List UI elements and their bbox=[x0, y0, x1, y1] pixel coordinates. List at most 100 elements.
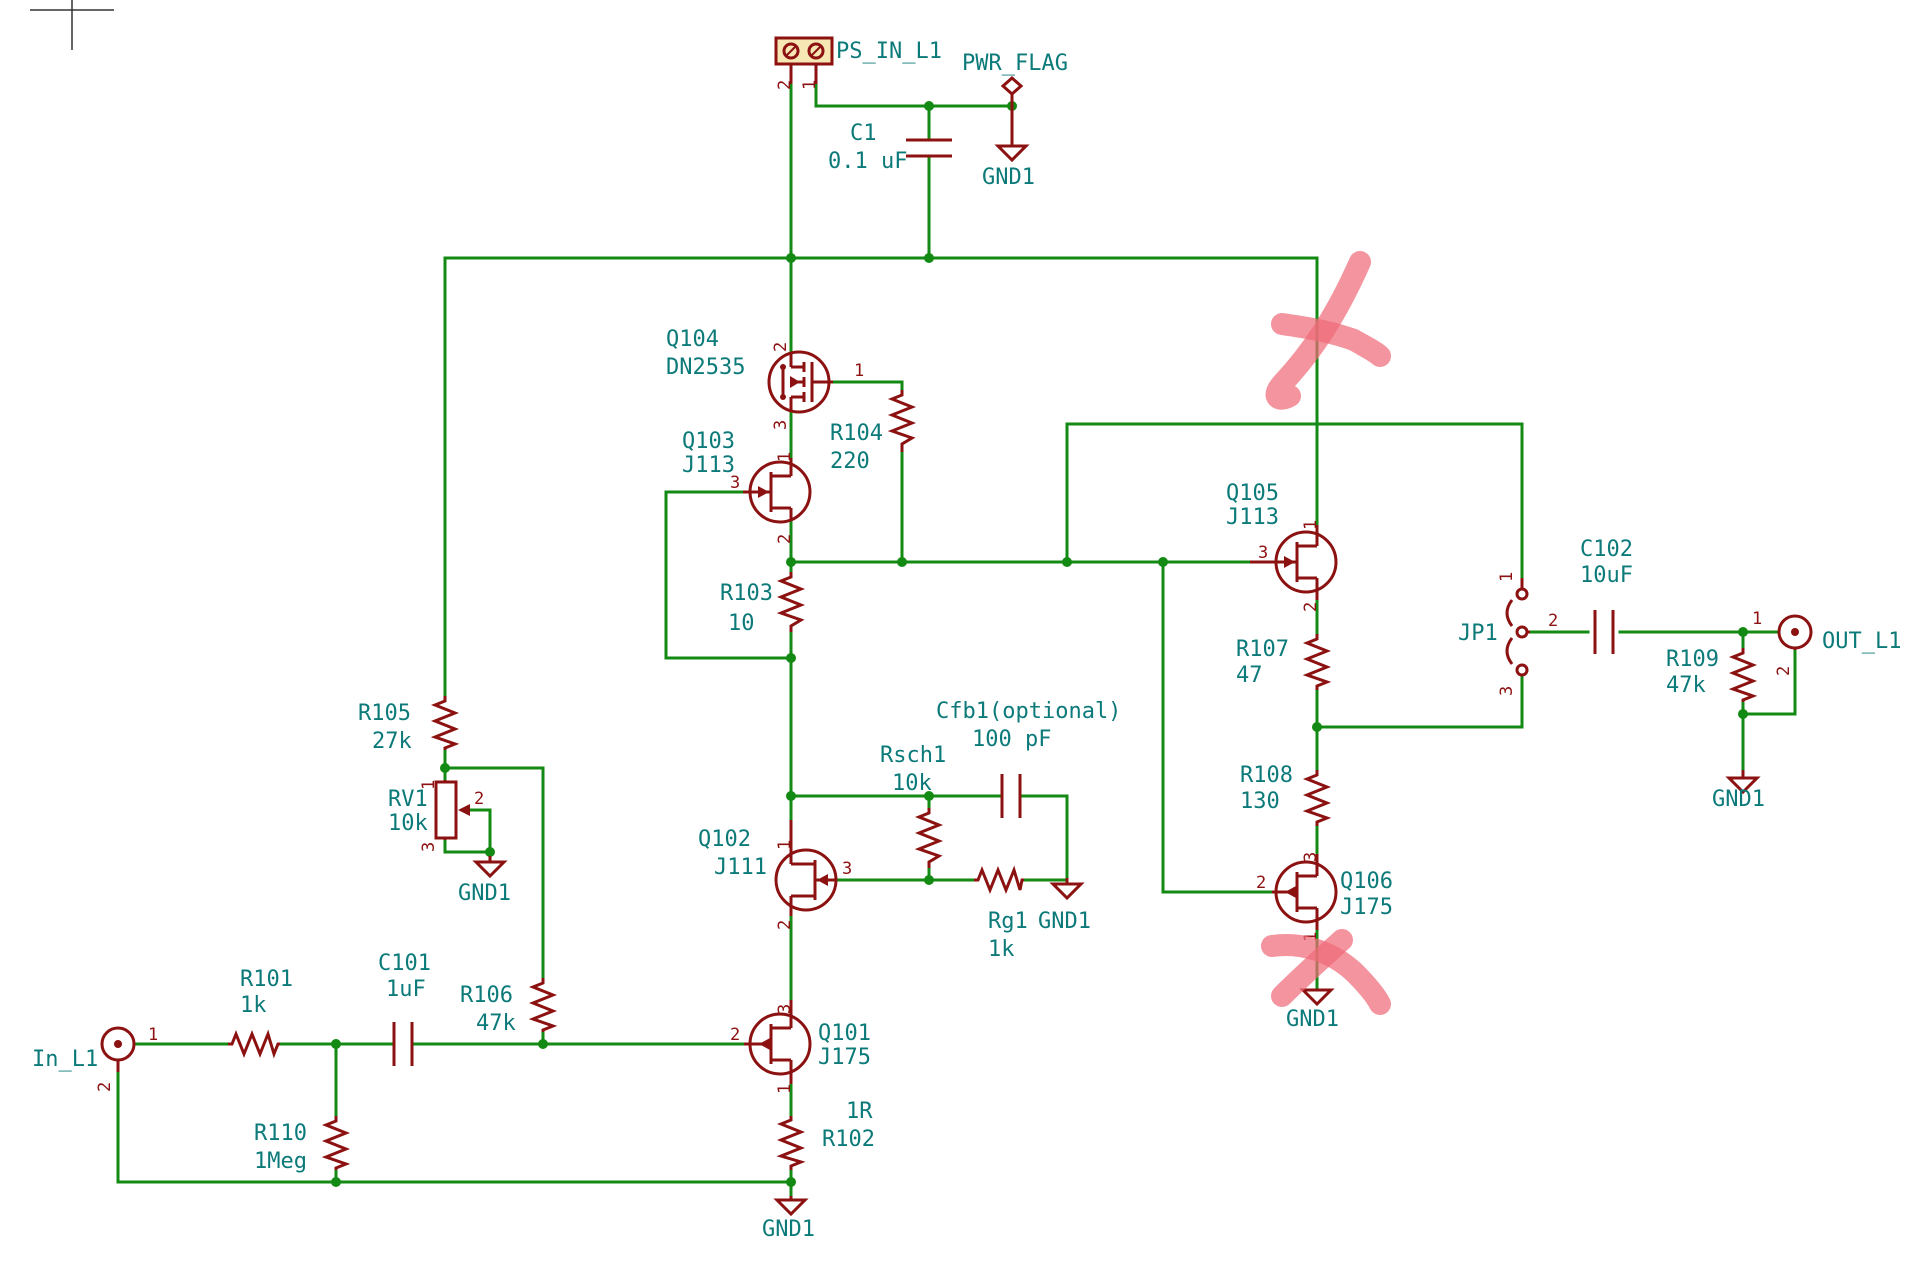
pwr-flag-label: PWR_FLAG bbox=[962, 51, 1068, 76]
rv1-value: 10k bbox=[388, 811, 428, 836]
r109-ref: R109 bbox=[1666, 647, 1719, 672]
r105-ref: R105 bbox=[358, 701, 411, 726]
in-connector-ref: In_L1 bbox=[32, 1047, 98, 1072]
wire-out-pin2 bbox=[1741, 646, 1797, 716]
r108-value: 130 bbox=[1240, 789, 1280, 814]
q106-ref: Q106 bbox=[1340, 869, 1393, 894]
ps-in-connector[interactable]: PS_IN_L1 2 1 bbox=[774, 36, 942, 90]
jp1-jumper[interactable]: JP1 1 2 3 bbox=[1458, 572, 1558, 696]
wire-jp1-loop-top bbox=[1065, 422, 1524, 580]
junction bbox=[786, 557, 796, 567]
junction bbox=[786, 653, 796, 663]
q106-pin3: 3 bbox=[1301, 852, 1321, 862]
resistor-rsch1[interactable]: Rsch1 10k bbox=[880, 743, 946, 868]
r106-value: 47k bbox=[476, 1011, 516, 1036]
resistor-r110[interactable]: R110 1Meg bbox=[254, 1116, 351, 1174]
pwr-flag: PWR_FLAG bbox=[962, 51, 1068, 106]
transistor-q102[interactable]: Q102 J111 1 3 2 bbox=[698, 820, 852, 930]
in-connector[interactable]: In_L1 1 2 bbox=[32, 1025, 158, 1092]
jp1-pin3: 3 bbox=[1497, 686, 1517, 696]
resistor-r106[interactable]: R106 47k bbox=[460, 978, 558, 1036]
junction bbox=[440, 763, 450, 773]
gnd-symbol-c1: GND1 bbox=[982, 106, 1035, 190]
r110-value: 1Meg bbox=[254, 1149, 307, 1174]
resistor-r109[interactable]: R109 47k bbox=[1666, 647, 1758, 702]
gnd-symbol-out: GND1 bbox=[1712, 770, 1765, 812]
resistor-rg1[interactable]: Rg1 1k bbox=[974, 865, 1028, 962]
transistor-q101[interactable]: Q101 J175 3 2 1 bbox=[730, 1000, 871, 1094]
junction bbox=[786, 1177, 796, 1187]
r107-value: 47 bbox=[1236, 663, 1263, 688]
q105-pin1: 1 bbox=[1301, 520, 1321, 530]
resistor-r101[interactable]: R101 1k bbox=[228, 967, 293, 1059]
wire-q102-drain-node bbox=[789, 794, 931, 810]
rv1-pin2: 2 bbox=[474, 789, 484, 809]
potentiometer-rv1[interactable]: RV1 10k 1 2 3 bbox=[388, 780, 484, 852]
jp1-pin2: 2 bbox=[1548, 611, 1558, 631]
transistor-q105[interactable]: Q105 J113 1 3 2 bbox=[1226, 481, 1338, 612]
gnd-label: GND1 bbox=[1712, 787, 1765, 812]
gnd-symbol-rv1: GND1 bbox=[458, 856, 511, 906]
resistor-r103[interactable]: R103 10 bbox=[720, 572, 806, 636]
q103-value: J113 bbox=[682, 453, 735, 478]
q102-value: J111 bbox=[714, 855, 767, 880]
c102-ref: C102 bbox=[1580, 537, 1633, 562]
ps-in-pin1: 1 bbox=[800, 80, 820, 90]
capacitor-c1[interactable]: C1 0.1 uF bbox=[828, 121, 952, 174]
wire-supply-rail bbox=[443, 256, 1319, 527]
r108-ref: R108 bbox=[1240, 763, 1293, 788]
rg1-ref: Rg1 bbox=[988, 909, 1028, 934]
wire-gnd-return bbox=[116, 1070, 793, 1184]
junction bbox=[1312, 722, 1322, 732]
cfb1-ref: Cfb1(optional) bbox=[936, 699, 1121, 724]
q104-value: DN2535 bbox=[666, 355, 745, 380]
ps-in-pin2: 2 bbox=[775, 80, 795, 90]
capacitor-c101[interactable]: C101 1uF bbox=[378, 951, 431, 1066]
capacitor-cfb1[interactable]: Cfb1(optional) 100 pF bbox=[936, 699, 1121, 818]
junction bbox=[924, 101, 934, 111]
q104-pin3: 3 bbox=[771, 420, 791, 430]
r102-value: 1R bbox=[846, 1099, 873, 1124]
q102-pin2: 2 bbox=[775, 920, 795, 930]
q103-ref: Q103 bbox=[682, 429, 735, 454]
q104-pin2: 2 bbox=[771, 342, 791, 352]
transistor-q106[interactable]: Q106 J175 3 2 1 bbox=[1256, 852, 1393, 942]
cfb1-value: 100 pF bbox=[972, 727, 1051, 752]
resistor-r108[interactable]: R108 130 bbox=[1240, 763, 1332, 826]
rv1-pin1: 1 bbox=[419, 780, 439, 790]
r109-value: 47k bbox=[1666, 673, 1706, 698]
transistor-q103[interactable]: Q103 J113 1 3 2 bbox=[682, 429, 812, 544]
c1-value: 0.1 uF bbox=[828, 149, 907, 174]
r102-ref: R102 bbox=[822, 1127, 875, 1152]
rsch1-value: 10k bbox=[892, 771, 932, 796]
gnd-symbol-q106: GND1 bbox=[1286, 988, 1339, 1032]
c102-value: 10uF bbox=[1580, 563, 1633, 588]
jp1-pin1: 1 bbox=[1497, 572, 1517, 582]
resistor-r102[interactable]: 1R R102 bbox=[776, 1099, 875, 1170]
wire-cfb-right bbox=[1020, 794, 1069, 880]
out-connector[interactable]: OUT_L1 1 2 bbox=[1752, 609, 1901, 676]
gnd-label: GND1 bbox=[982, 165, 1035, 190]
junction bbox=[924, 791, 934, 801]
resistor-r104[interactable]: R104 220 bbox=[830, 390, 917, 474]
wire-q103-gate-loop bbox=[664, 490, 793, 660]
r110-ref: R110 bbox=[254, 1121, 307, 1146]
junction bbox=[924, 875, 934, 885]
resistor-r107[interactable]: R107 47 bbox=[1236, 634, 1332, 690]
q102-ref: Q102 bbox=[698, 827, 751, 852]
gnd-label: GND1 bbox=[1286, 1007, 1339, 1032]
junction bbox=[485, 847, 495, 857]
r101-value: 1k bbox=[240, 993, 267, 1018]
resistor-r105[interactable]: R105 27k bbox=[358, 696, 460, 754]
r104-ref: R104 bbox=[830, 421, 883, 446]
sheet-corner-mark bbox=[30, 0, 114, 50]
c1-ref: C1 bbox=[850, 121, 877, 146]
transistor-q104[interactable]: Q104 DN2535 2 1 3 bbox=[666, 327, 864, 430]
capacitor-c102[interactable]: C102 10uF bbox=[1580, 537, 1633, 654]
q103-pin1: 1 bbox=[775, 452, 795, 462]
in-connector-pin2: 2 bbox=[95, 1082, 115, 1092]
junction bbox=[331, 1177, 341, 1187]
q101-pin2: 2 bbox=[730, 1025, 740, 1045]
rv1-ref: RV1 bbox=[388, 787, 428, 812]
